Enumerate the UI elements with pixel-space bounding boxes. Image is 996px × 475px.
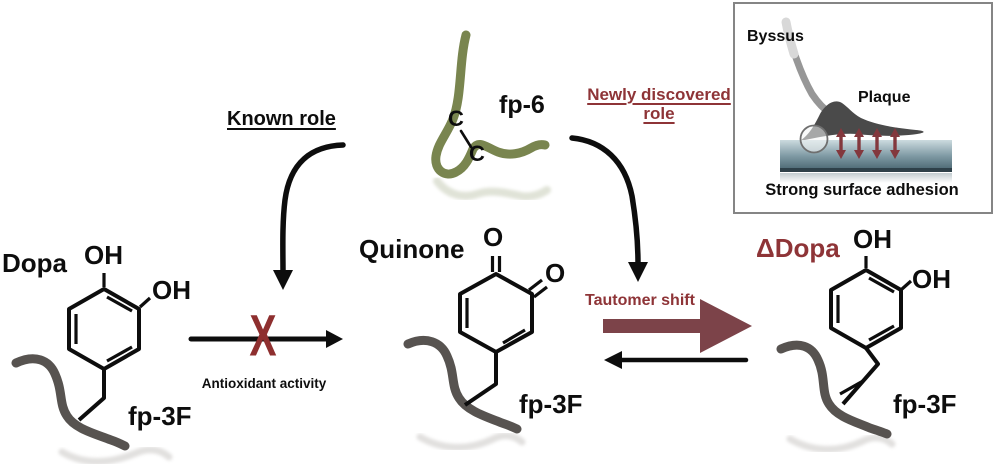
delta-dopa-ring: [829, 268, 903, 350]
delta-ring-doublebond-2: [868, 276, 895, 294]
quinone-carbonyl-side-1: [528, 278, 543, 292]
quinone-label: Quinone: [359, 234, 465, 264]
antioxidant-activity-label: Antioxidant activity: [201, 376, 327, 391]
dopa-oh-side-label: OH: [152, 275, 191, 305]
dopa-label: Dopa: [2, 248, 67, 278]
quinone-ring-doublebond-2: [502, 328, 526, 345]
quinone-o-top-label: O: [483, 222, 504, 252]
delta-protein-label: fp-3F: [893, 389, 957, 419]
delta-dopa-reflection: [786, 434, 896, 453]
known-role-connector: [280, 142, 346, 275]
newly-discovered-role-label: Newly discovered role: [587, 85, 731, 124]
blocked-x-marker: X: [249, 303, 277, 369]
delta-dopa-label: ΔDopa: [756, 233, 840, 263]
delta-ring-doublebond-3: [868, 324, 895, 342]
delta-vinyl-chain: [841, 346, 880, 406]
delta-dopa-structure: [776, 256, 913, 439]
dopa-reflection: [58, 446, 173, 465]
quinone-reflection: [416, 432, 526, 451]
dopa-backbone: [11, 354, 130, 451]
fp6-cysteine-1-label: C: [448, 106, 464, 131]
quinone-carbonyl-side-2: [533, 285, 548, 299]
dopa-oh-side-bond: [138, 296, 152, 309]
dopa-sidechain: [77, 369, 106, 422]
quinone-ring: [458, 272, 534, 354]
known-role-label: Known role: [227, 108, 336, 130]
quinone-sidechain: [463, 352, 498, 407]
byssus-label: Byssus: [747, 28, 804, 45]
oxidation-arrowhead: [326, 330, 343, 348]
dopa-ring: [67, 287, 141, 371]
newly-role-arrowhead: [628, 262, 648, 282]
delta-oh-top-label: OH: [853, 224, 892, 254]
delta-vinyl-doublebond: [839, 379, 864, 396]
tautomer-reverse-arrowhead: [604, 351, 622, 369]
inset-caption: Strong surface adhesion: [765, 181, 959, 199]
quinone-o-side-label: O: [545, 258, 566, 288]
delta-dopa-backbone: [776, 340, 892, 439]
newly-role-connector: [569, 135, 641, 267]
quinone-backbone: [403, 336, 522, 434]
tautomer-shift-label: Tautomer shift: [585, 292, 695, 309]
known-role-arrowhead: [273, 270, 293, 290]
quinone-protein-label: fp-3F: [519, 389, 583, 419]
plaque-label: Plaque: [858, 89, 911, 106]
fp6-label: fp-6: [499, 91, 545, 119]
dopa-oh-top-label: OH: [84, 240, 123, 270]
fp6-cysteine-2-label: C: [469, 141, 485, 166]
dopa-protein-label: fp-3F: [128, 401, 192, 431]
fp6-reflection: [433, 177, 551, 201]
delta-oh-side-bond: [900, 279, 913, 291]
delta-oh-side-label: OH: [912, 264, 951, 294]
dopa-ring-doublebond-3: [106, 345, 133, 363]
dopa-ring-doublebond-2: [106, 295, 133, 313]
